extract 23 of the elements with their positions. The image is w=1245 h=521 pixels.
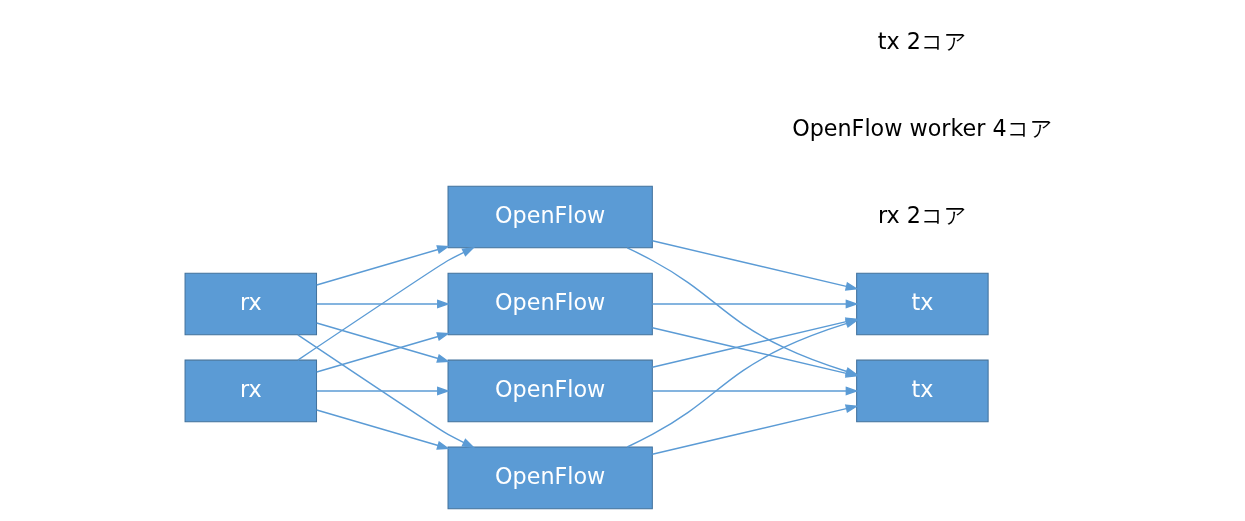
arrow xyxy=(315,332,450,373)
arrow xyxy=(315,245,450,286)
node-box: tx xyxy=(855,272,989,336)
arrow xyxy=(651,386,859,396)
label: tx 2コア xyxy=(877,27,967,54)
arrow xyxy=(651,299,859,309)
node-box: OpenFlow xyxy=(447,359,653,423)
node-box: OpenFlow xyxy=(447,185,653,249)
arrow xyxy=(651,404,859,455)
arrow xyxy=(315,299,450,309)
arrow xyxy=(296,334,475,448)
arrow xyxy=(315,386,450,396)
arrow xyxy=(315,322,450,363)
node-box: rx xyxy=(184,272,317,336)
label: rx 2コア xyxy=(877,201,967,228)
arrow xyxy=(651,240,859,291)
arrow xyxy=(315,409,450,450)
node-box: tx xyxy=(855,359,989,423)
node-box: rx xyxy=(184,359,317,423)
node-box: OpenFlow xyxy=(447,446,653,510)
label: OpenFlow worker 4コア xyxy=(791,114,1053,141)
arrow xyxy=(296,247,475,361)
node-box: OpenFlow xyxy=(447,272,653,336)
